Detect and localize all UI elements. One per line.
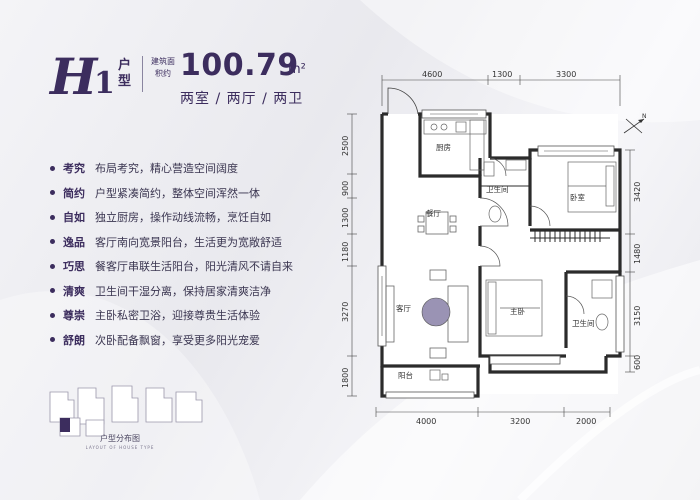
dim-right-2: 1480	[633, 244, 642, 264]
feature-key: 清爽	[63, 284, 85, 298]
dim-right-3: 3150	[633, 306, 642, 326]
coffee-table	[421, 297, 451, 327]
feature-key: 逸品	[63, 235, 85, 249]
doors	[479, 157, 585, 315]
bullet-icon	[50, 337, 55, 343]
area-label: 建筑面积约	[151, 57, 175, 78]
feature-item: 自如独立厨房，操作动线流畅，烹饪自如	[50, 205, 340, 230]
layout-text: 两室 / 两厅 / 两卫	[180, 91, 304, 107]
dim-bottom-1: 4000	[416, 417, 436, 426]
house-type-label: 户型	[118, 58, 132, 89]
dim-top-2: 1300	[492, 70, 512, 79]
master-bed	[485, 279, 543, 337]
room-bath-master: 卫生间	[572, 318, 595, 328]
room-bedroom: 卧室	[570, 192, 585, 202]
master-bath-fixtures	[591, 279, 613, 331]
feature-list: 考究布局考究，精心营造空间阔度 简约户型紧凑简约，整体空间浑然一体 自如独立厨房…	[50, 156, 340, 352]
bullet-icon	[50, 312, 55, 318]
logo-number: 1	[94, 66, 115, 101]
feature-key: 巧思	[63, 260, 85, 274]
bullet-icon	[50, 239, 55, 245]
location-map-caption-en: LAYOUT OF HOUSE TYPE	[85, 445, 155, 450]
dim-right-1: 3420	[633, 182, 642, 202]
kitchen-fixtures	[423, 119, 487, 171]
floor-plan: 4600 1300 3300 4000 3200 2000 2500 900 1…	[341, 70, 642, 426]
building-location-map	[49, 385, 203, 437]
bullet-icon	[50, 214, 55, 220]
feature-text: 独立厨房，操作动线流畅，烹饪自如	[95, 211, 271, 225]
feature-text: 户型紧凑简约，整体空间浑然一体	[95, 186, 260, 200]
area-unit: m²	[288, 62, 306, 77]
balcony-furniture	[429, 369, 449, 381]
feature-key: 舒朗	[63, 333, 85, 347]
feature-item: 简约户型紧凑简约，整体空间浑然一体	[50, 181, 340, 206]
feature-text: 布局考究，精心营造空间阔度	[95, 162, 238, 176]
feature-item: 清爽卫生间干湿分离，保持居家清爽洁净	[50, 279, 340, 304]
room-master: 主卧	[510, 306, 525, 316]
house-type-logo: H 1	[50, 48, 120, 108]
bullet-icon	[50, 190, 55, 196]
walls	[380, 112, 622, 398]
feature-item: 舒朗次卧配备飘窗，享受更多阳光宠爱	[50, 328, 340, 353]
dim-top-3: 3300	[556, 70, 576, 79]
feature-key: 考究	[63, 162, 85, 176]
feature-key: 简约	[63, 186, 85, 200]
feature-text: 次卧配备飘窗，享受更多阳光宠爱	[95, 333, 260, 347]
highlighted-unit	[60, 418, 70, 432]
right-dimension-lines	[625, 149, 635, 373]
location-map-caption: 户型分布图	[100, 434, 140, 443]
room-living: 客厅	[396, 303, 411, 313]
feature-item: 逸品客厅南向宽景阳台，生活更为宽敞舒适	[50, 230, 340, 255]
feature-item: 考究布局考究，精心营造空间阔度	[50, 156, 340, 181]
dim-bottom-3: 2000	[576, 417, 596, 426]
dim-left-3: 1300	[341, 208, 350, 228]
dim-top-1: 4600	[422, 70, 442, 79]
bullet-icon	[50, 165, 55, 171]
room-dining: 餐厅	[426, 209, 441, 218]
dining-table	[417, 211, 457, 235]
dim-bottom-2: 3200	[510, 417, 530, 426]
feature-key: 尊崇	[63, 309, 85, 323]
area-value: 100.79	[180, 48, 299, 83]
room-kitchen: 厨房	[436, 142, 451, 152]
dim-right-4: 600	[633, 355, 642, 370]
bullet-icon	[50, 288, 55, 294]
dim-left-6: 1800	[341, 368, 350, 388]
bedroom-furniture	[567, 161, 617, 213]
compass-label: N	[642, 113, 647, 120]
bottom-dimension-lines	[375, 407, 611, 417]
logo-letter: H	[50, 47, 98, 106]
feature-key: 自如	[63, 211, 85, 225]
bay-window-lines	[381, 113, 608, 336]
dim-left-2: 900	[341, 181, 350, 196]
north-arrow-icon: N	[623, 113, 647, 134]
dim-left-1: 2500	[341, 136, 350, 156]
feature-text: 餐客厅串联生活阳台，阳光清风不请自来	[95, 260, 293, 274]
dim-left-4: 1180	[341, 242, 350, 262]
feature-text: 客厅南向宽景阳台，生活更为宽敞舒适	[95, 235, 282, 249]
feature-text: 卫生间干湿分离，保持居家清爽洁净	[95, 284, 271, 298]
left-dimension-lines	[347, 113, 357, 397]
dim-left-5: 3270	[341, 302, 350, 322]
bath-top-fixtures	[483, 159, 527, 223]
bullet-icon	[50, 263, 55, 269]
room-bath-top: 卫生间	[486, 184, 509, 194]
feature-item: 尊崇主卧私密卫浴，迎接尊贵生活体验	[50, 303, 340, 328]
header-divider	[142, 56, 143, 92]
entry-door	[387, 87, 419, 115]
top-dimension-lines	[381, 75, 621, 106]
feature-text: 主卧私密卫浴，迎接尊贵生活体验	[95, 309, 260, 323]
wall-thin-lines	[480, 185, 610, 242]
feature-item: 巧思餐客厅串联生活阳台，阳光清风不请自来	[50, 254, 340, 279]
room-balcony: 阳台	[398, 370, 413, 380]
